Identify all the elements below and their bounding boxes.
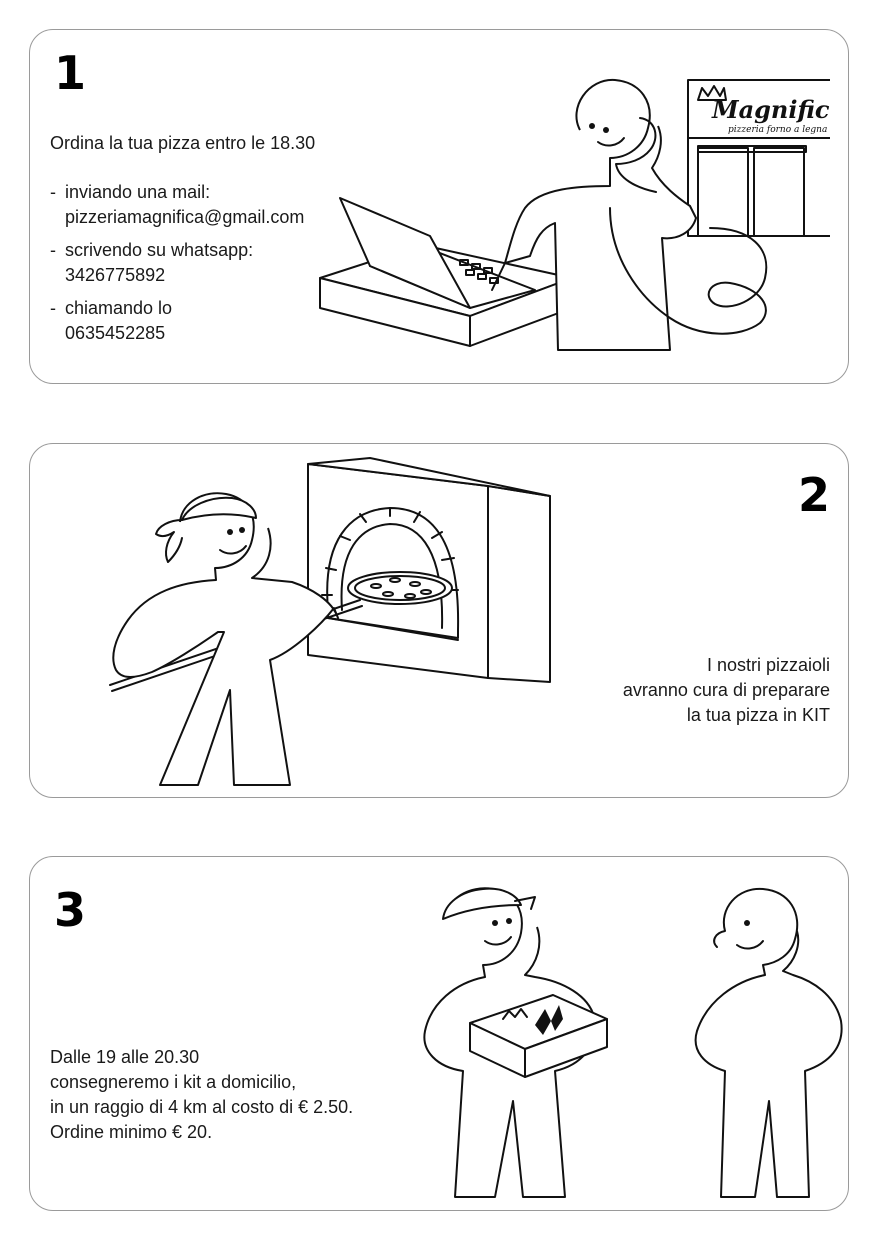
- text-line: avranno cura di preparare: [622, 680, 830, 700]
- text-line: I nostri pizzaioli: [706, 655, 830, 675]
- contact-methods-list: inviando una mail: pizzeriamagnifica@gma…: [50, 180, 304, 354]
- order-deadline-text: Ordina la tua pizza entro le 18.30: [50, 133, 316, 153]
- oven-illustration: [70, 450, 590, 795]
- step-number: 3: [54, 883, 87, 937]
- crown-icon: [698, 86, 726, 100]
- text-line: consegneremo i kit a domicilio,: [50, 1072, 297, 1092]
- email-address[interactable]: pizzeriamagnifica@gmail.com: [65, 207, 305, 227]
- pizza-icon: [348, 572, 452, 604]
- shop-front-icon: Magnifica pizzeria forno a legna: [688, 80, 830, 236]
- person-on-phone-icon: [492, 80, 766, 350]
- shop-sign-tagline: pizzeria forno a legna: [728, 125, 827, 135]
- method-label: inviando una mail:: [65, 182, 211, 202]
- order-illustration: Magnifica pizzeria forno a legna: [310, 68, 830, 368]
- text-line: Dalle 19 alle 20.30: [50, 1047, 200, 1067]
- step-2-card: 2 I nostri pizzaioli avranno cura di pre…: [29, 443, 849, 798]
- delivery-text: Dalle 19 alle 20.30 consegneremo i kit a…: [50, 1045, 353, 1145]
- pizza-maker-icon: [113, 493, 338, 785]
- preparation-text: I nostri pizzaioli avranno cura di prepa…: [623, 653, 830, 728]
- customer-icon: [696, 889, 842, 1197]
- pizza-box-icon: [470, 995, 607, 1077]
- wood-oven-icon: [308, 458, 550, 682]
- method-label: chiamando lo: [65, 298, 173, 318]
- method-phone: chiamando lo 0635452285: [50, 296, 304, 346]
- method-label: scrivendo su whatsapp:: [65, 240, 254, 260]
- text-line: la tua pizza in KIT: [686, 705, 830, 725]
- laptop-icon: [340, 198, 535, 308]
- step-3-card: 3 Dalle 19 alle 20.30 consegneremo i kit…: [29, 856, 849, 1211]
- step-1-card: 1 Ordina la tua pizza entro le 18.30 inv…: [29, 29, 849, 384]
- text-line: Ordine minimo € 20.: [50, 1122, 213, 1142]
- whatsapp-number[interactable]: 3426775892: [65, 265, 166, 285]
- step-number: 1: [54, 46, 87, 100]
- phone-number[interactable]: 0635452285: [65, 323, 166, 343]
- method-whatsapp: scrivendo su whatsapp: 3426775892: [50, 238, 304, 288]
- delivery-illustration: [385, 871, 845, 1201]
- method-email: inviando una mail: pizzeriamagnifica@gma…: [50, 180, 304, 230]
- text-line: in un raggio di 4 km al costo di € 2.50.: [50, 1097, 354, 1117]
- shop-sign-name: Magnifica: [711, 95, 830, 124]
- step-number: 2: [797, 468, 830, 522]
